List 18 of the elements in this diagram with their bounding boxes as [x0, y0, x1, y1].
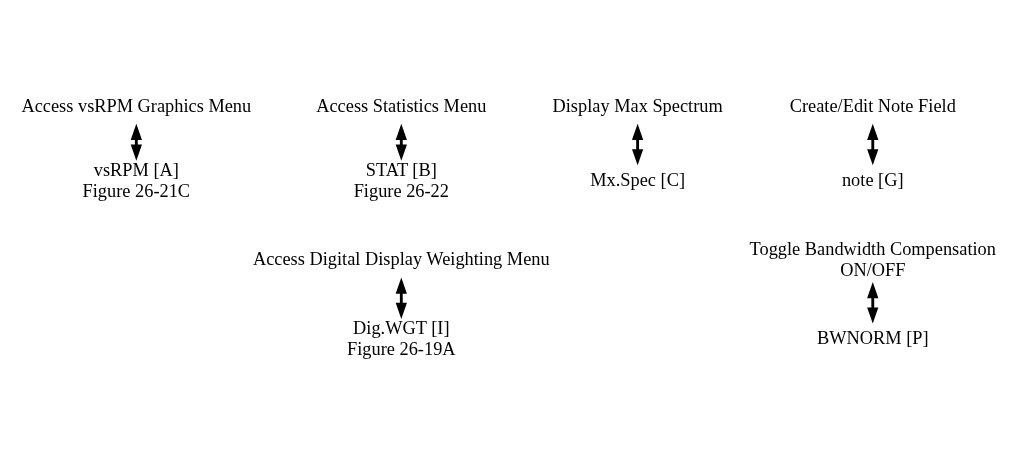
node-text: Mx.Spec [C]	[589, 169, 685, 190]
arrow	[866, 281, 878, 324]
node-text: BWNORM [P]	[816, 328, 929, 348]
node-text: Access Digital Display Weighting Menu	[252, 248, 550, 269]
node-text: Display Max Spectrum	[552, 95, 723, 116]
node-text: Dig.WGT [I] Figure 26-19A	[346, 317, 456, 359]
node-text: STAT [B] Figure 26-22	[353, 159, 449, 201]
node-text: Access Statistics Menu	[315, 95, 486, 116]
arrow	[866, 123, 878, 165]
node-text: Access vsRPM Graphics Menu	[20, 95, 251, 116]
node-text: note [G]	[841, 169, 904, 190]
arrow	[631, 123, 643, 165]
node-text: vsRPM [A] Figure 26-21C	[82, 159, 190, 201]
node-text: Toggle Bandwidth Compensation ON/OFF	[749, 238, 996, 280]
node-text: Create/Edit Note Field	[789, 95, 956, 116]
arrow	[130, 123, 142, 161]
arrow	[395, 123, 407, 161]
arrow	[395, 277, 407, 319]
